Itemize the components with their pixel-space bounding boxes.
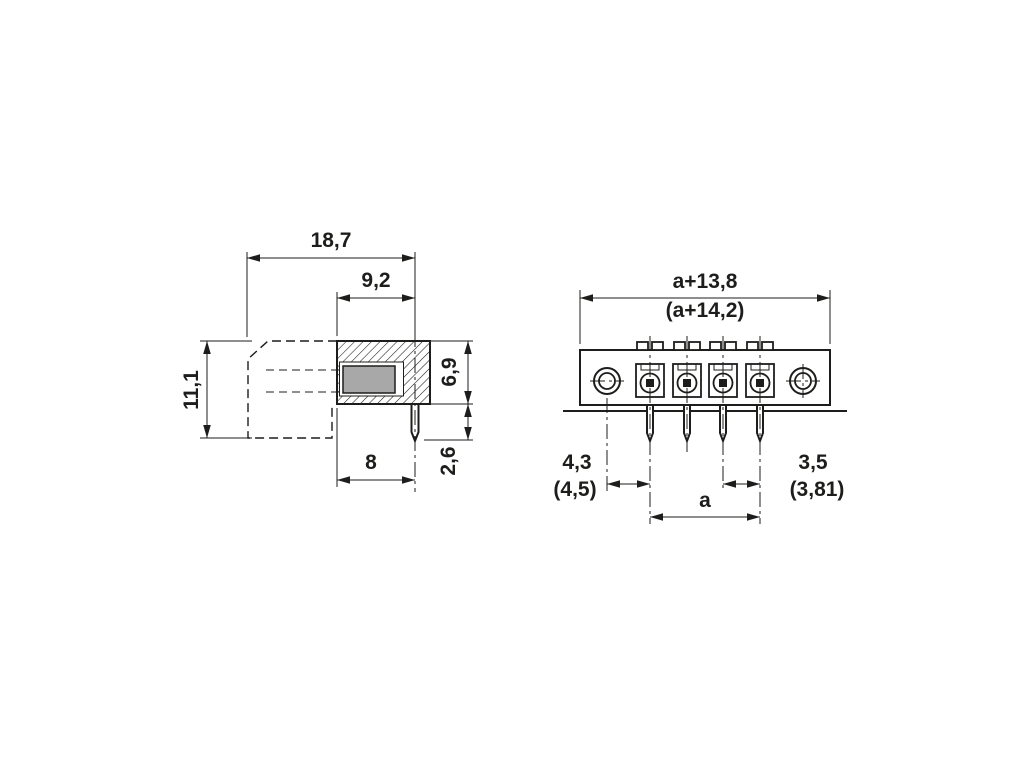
side-view: 18,7 9,2 11,1 6,9 2,6 8	[180, 229, 473, 492]
dimension-pin-setback: 8	[336, 408, 415, 487]
dim-label-pin-setback: 8	[365, 451, 377, 474]
dim-label-hole-to-pin: 4,3	[562, 451, 591, 474]
front-view: a+13,8 (a+14,2) 4,3 (4,5) 3,5 (3,81) a	[553, 270, 847, 524]
dim-label-pitch: 3,5	[798, 451, 828, 474]
dimension-pin-protrusion: 2,6	[437, 404, 472, 476]
dimension-body-height: 6,9	[438, 341, 472, 404]
dim-label-pitch-alt: (3,81)	[790, 478, 845, 501]
dim-label-total-width-alt: (a+14,2)	[666, 299, 745, 322]
dim-label-pin-span: a	[699, 489, 711, 512]
dim-label-total-depth: 18,7	[311, 229, 352, 252]
housing-front	[579, 349, 831, 406]
dim-label-hole-to-pin-alt: (4,5)	[553, 478, 596, 501]
dim-label-body-height: 6,9	[438, 357, 461, 386]
dimension-hole-to-pin: 4,3 (4,5)	[553, 451, 650, 501]
dimension-height: 11,1	[180, 340, 252, 439]
dimension-pin-span: a	[650, 489, 760, 521]
dim-label-height: 11,1	[180, 370, 203, 410]
dim-label-pin-protrusion: 2,6	[437, 446, 460, 475]
housing-section	[336, 340, 431, 405]
dimension-total-width: a+13,8 (a+14,2)	[579, 270, 831, 344]
dim-label-front-depth: 9,2	[361, 269, 390, 292]
centerlines	[590, 336, 820, 524]
phantom-plug-outline	[247, 340, 340, 439]
dimension-total-depth: 18,7	[246, 229, 415, 337]
dimension-pitch: 3,5 (3,81)	[723, 451, 844, 501]
contact-top-tabs	[636, 341, 774, 351]
dim-label-total-width: a+13,8	[673, 270, 738, 293]
dimension-front-depth: 9,2	[336, 269, 415, 336]
contact-blade	[342, 365, 396, 394]
